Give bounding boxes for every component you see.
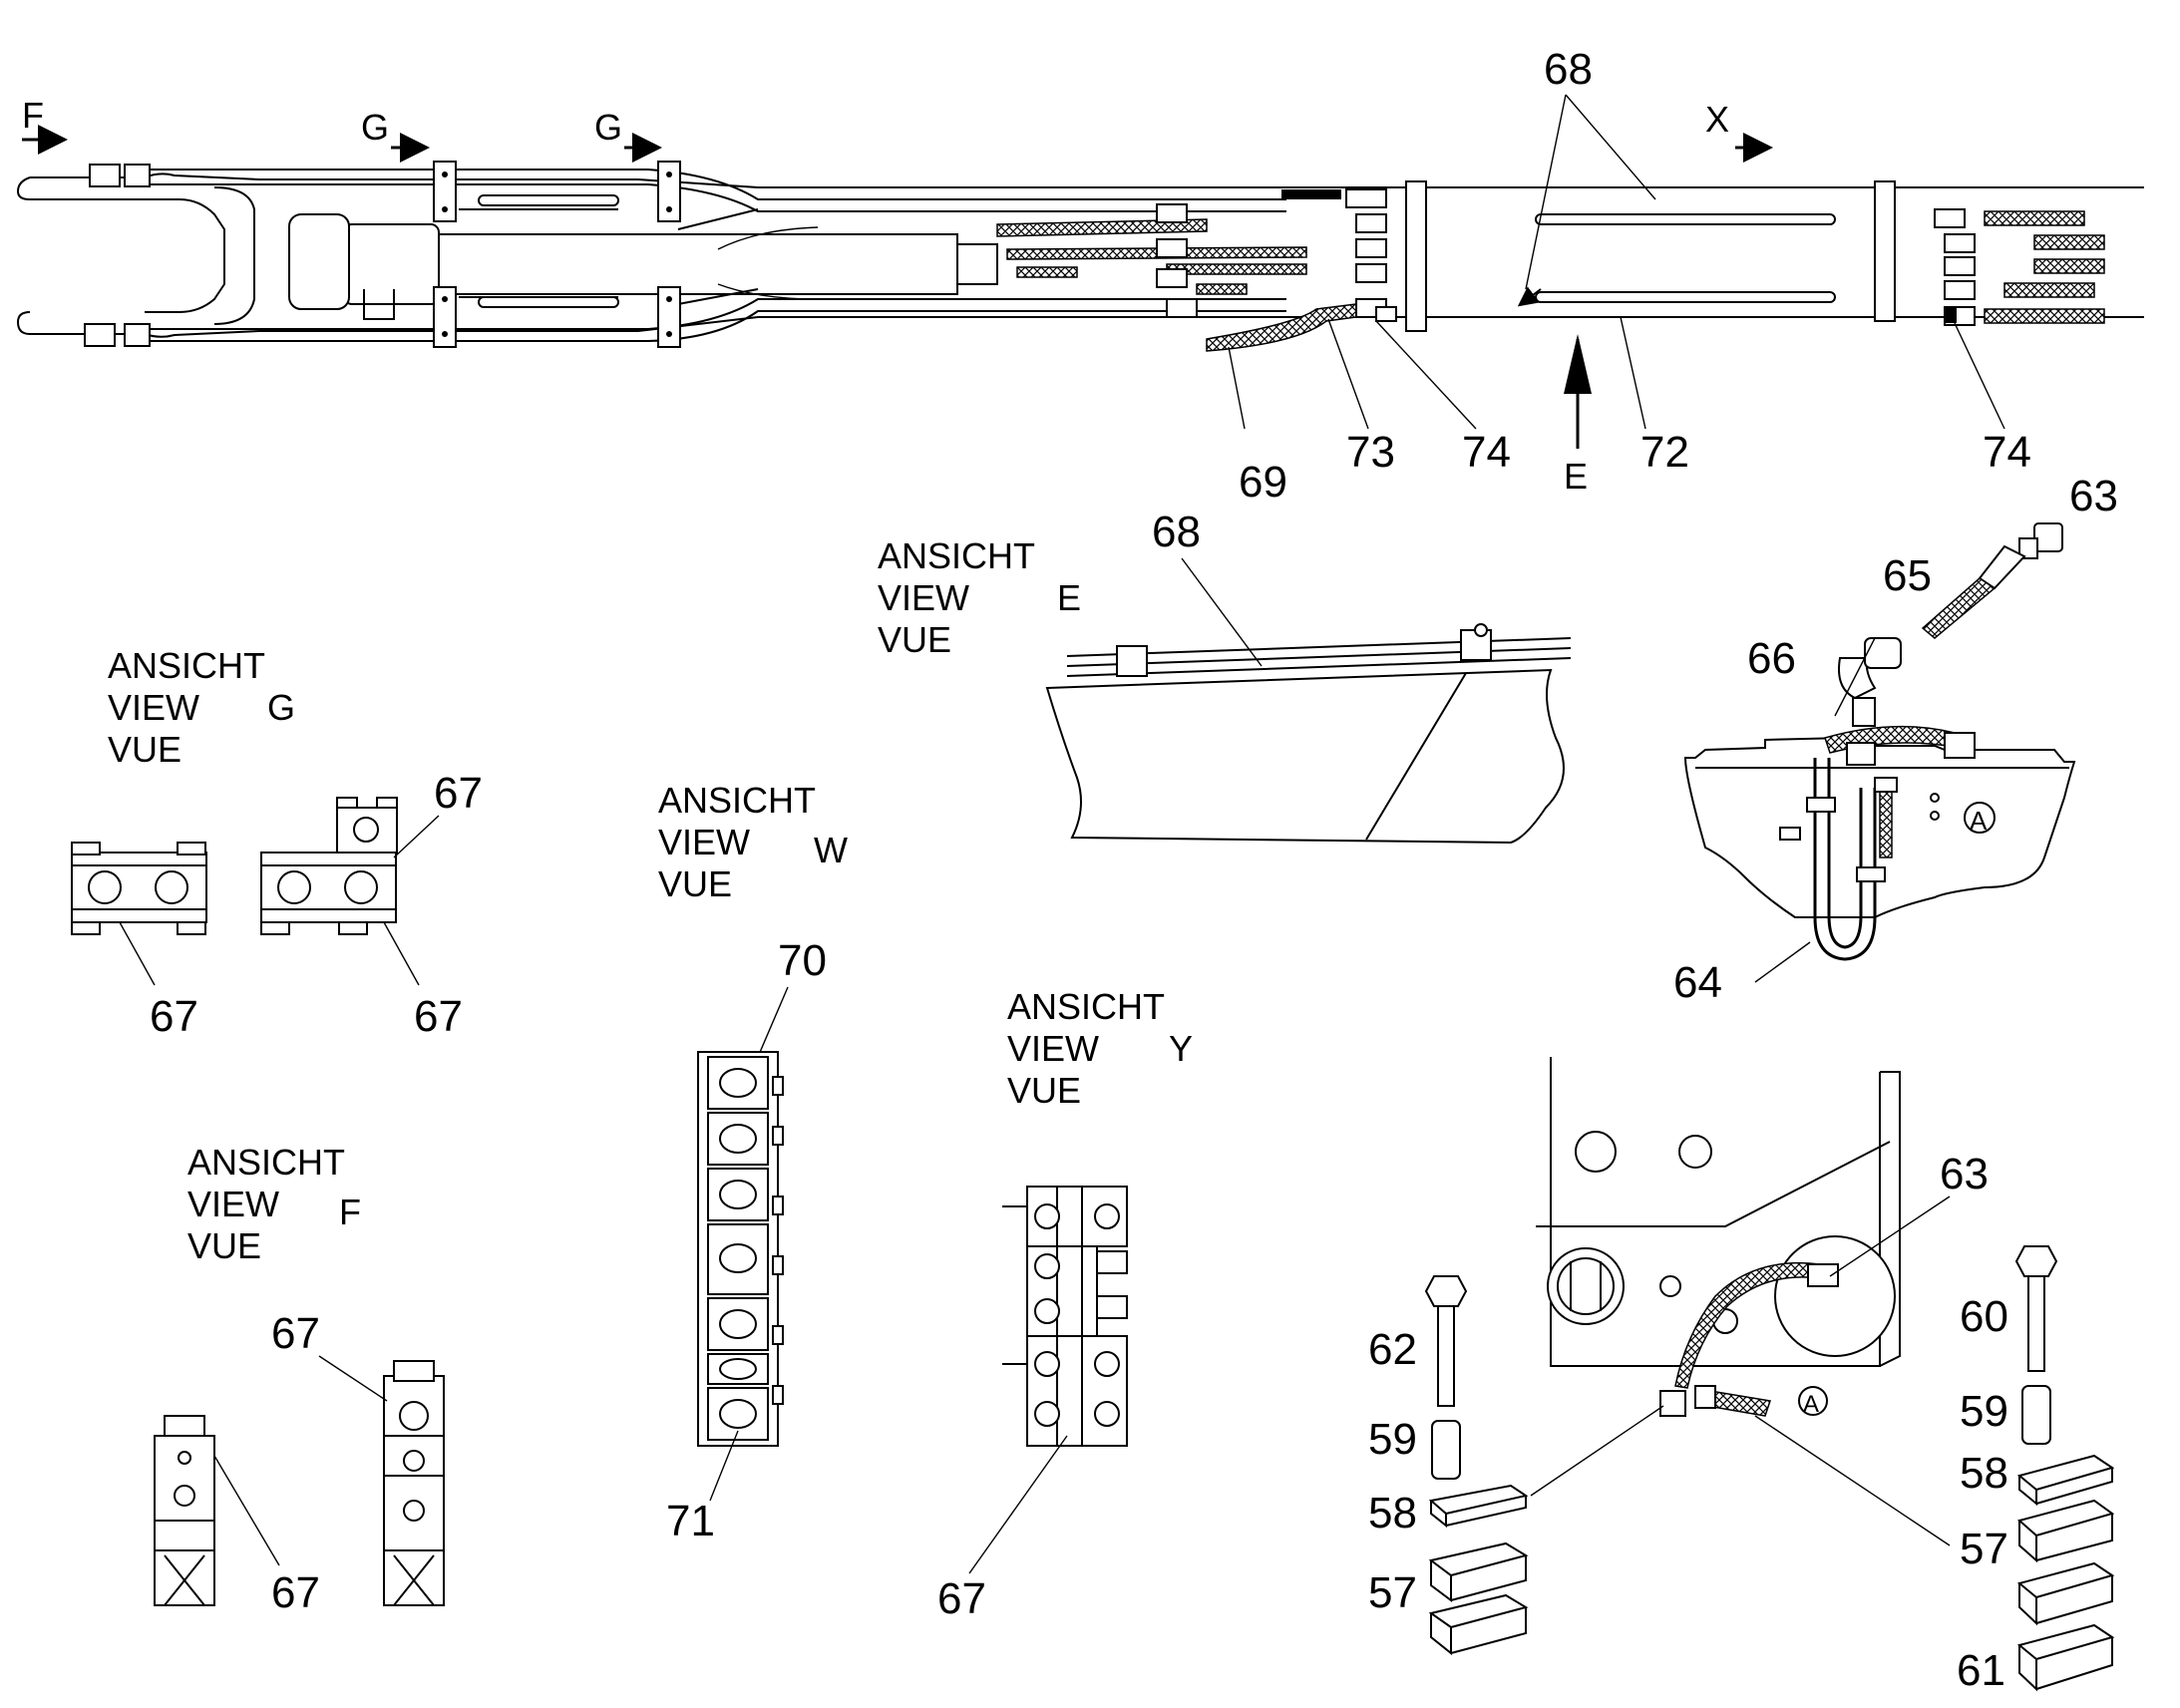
view-g-letter: G <box>267 687 295 728</box>
callout-57: 57 <box>1368 1568 1417 1617</box>
view-w-label-1: ANSICHT <box>658 780 816 821</box>
section-arrow-e: E <box>1564 334 1592 497</box>
view-w-label-3: VUE <box>658 863 732 904</box>
cylinder-end <box>288 213 350 310</box>
callout-74: 74 <box>1983 428 2031 477</box>
view-g: ANSICHT VIEW VUE G 67 67 67 <box>71 645 483 1041</box>
view-w-letter: W <box>814 830 848 870</box>
section-letter-f: F <box>22 95 44 136</box>
callout-62: 62 <box>1368 1325 1417 1374</box>
view-y-letter: Y <box>1169 1028 1193 1069</box>
view-e-label-1: ANSICHT <box>878 535 1035 576</box>
callout-67: 67 <box>271 1568 320 1617</box>
view-f-label-3: VUE <box>187 1225 261 1266</box>
view-w-label-2: VIEW <box>658 822 750 862</box>
callout-67: 67 <box>414 992 463 1041</box>
callout-67: 67 <box>150 992 198 1041</box>
callout-66: 66 <box>1747 634 1796 683</box>
callout-67: 67 <box>434 769 483 818</box>
view-e-letter: E <box>1057 577 1081 618</box>
left-hardware-stack: 62 59 58 57 <box>1368 1275 1529 1656</box>
callout-59: 59 <box>1368 1415 1417 1464</box>
callout-63: 63 <box>1940 1150 1989 1198</box>
view-g-label-1: ANSICHT <box>108 645 265 686</box>
view-y-label-1: ANSICHT <box>1007 986 1165 1027</box>
callout-57: 57 <box>1960 1525 2008 1573</box>
view-e-label-3: VUE <box>878 619 951 660</box>
view-g-label-2: VIEW <box>108 687 199 728</box>
view-e-label-2: VIEW <box>878 577 969 618</box>
callout-58: 58 <box>1368 1489 1417 1537</box>
callout-68: 68 <box>1152 508 1201 556</box>
right-hardware-stack: 60 59 58 57 61 <box>1957 1245 2115 1695</box>
valve-block: A 63 <box>1530 1057 1989 1546</box>
callout-70: 70 <box>778 936 827 985</box>
callout-64: 64 <box>1673 958 1722 1007</box>
section-arrow-g1: G <box>361 107 430 163</box>
boom-assembly <box>16 161 2144 352</box>
view-f-label-1: ANSICHT <box>187 1142 345 1183</box>
view-g-label-3: VUE <box>108 729 182 770</box>
view-y-label-2: VIEW <box>1007 1028 1099 1069</box>
tank-cap <box>1774 1235 1896 1357</box>
callout-68: 68 <box>1544 45 1593 94</box>
callout-63: 63 <box>2069 472 2118 520</box>
callout-65: 65 <box>1883 551 1932 600</box>
right-fittings <box>1156 188 2105 326</box>
section-arrow-x: X <box>1705 99 1773 163</box>
section-arrow-g2: G <box>594 107 662 163</box>
view-y: ANSICHT VIEW VUE Y 67 <box>937 986 1193 1623</box>
callout-58: 58 <box>1960 1449 2008 1498</box>
view-w: ANSICHT VIEW VUE W 70 71 <box>658 780 848 1545</box>
section-letter-g: G <box>594 107 622 148</box>
callout-61: 61 <box>1957 1646 2005 1695</box>
w-clamp-cells <box>707 1056 769 1441</box>
section-letter-g: G <box>361 107 389 148</box>
callout-59: 59 <box>1960 1387 2008 1436</box>
boom-clamps <box>433 161 1896 348</box>
view-e: ANSICHT VIEW VUE E 68 <box>878 508 1572 845</box>
view-f-letter: F <box>339 1192 361 1232</box>
callout-71: 71 <box>666 1497 715 1545</box>
callout-67: 67 <box>271 1309 320 1358</box>
cylinder-head <box>343 223 440 305</box>
callout-60: 60 <box>1960 1292 2008 1341</box>
view-f-label-2: VIEW <box>187 1184 279 1224</box>
section-letter-x: X <box>1705 99 1729 140</box>
section-letter-e: E <box>1564 456 1588 497</box>
tank-assembly: 63 65 66 64 A <box>1673 472 2118 1007</box>
callout-73: 73 <box>1346 428 1395 477</box>
cylinder-fitting <box>956 243 998 285</box>
callout-67: 67 <box>937 1574 986 1623</box>
view-y-label-3: VUE <box>1007 1070 1081 1111</box>
detail-mark-a: A <box>1970 806 1988 836</box>
detail-mark-a: A <box>1803 1391 1819 1418</box>
cylinder-barrel <box>438 233 958 295</box>
view-f: ANSICHT VIEW VUE F 67 67 <box>154 1142 445 1617</box>
callout-74: 74 <box>1462 428 1511 477</box>
section-arrow-f: F <box>22 95 68 155</box>
callout-69: 69 <box>1239 458 1287 507</box>
main-callouts: 68 69 73 74 72 74 <box>1228 45 2031 507</box>
callout-72: 72 <box>1640 428 1689 477</box>
